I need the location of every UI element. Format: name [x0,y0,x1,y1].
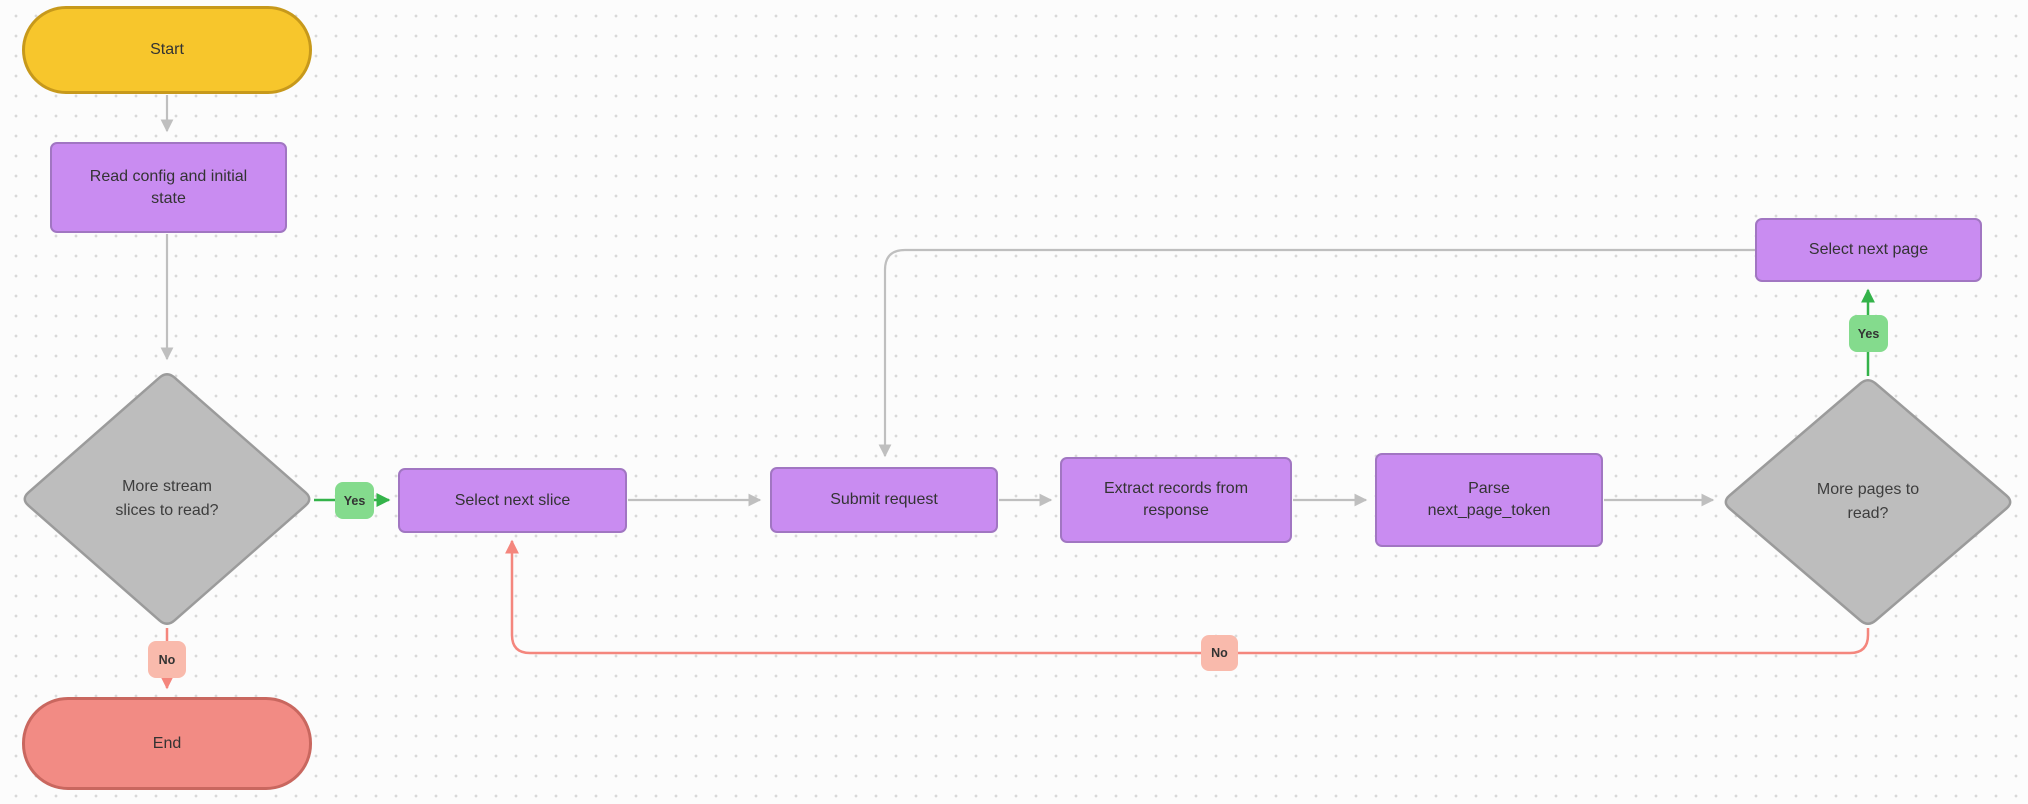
node-parse-token-label: Parse next_page_token [1427,480,1551,519]
node-end[interactable]: End [22,697,312,790]
decision-more-pages-shape[interactable] [1724,379,2012,625]
edge-label-yes-slices-text: Yes [343,493,366,508]
node-extract-records[interactable]: Extract records from response [1060,457,1292,543]
edge-label-no-pages[interactable]: No [1201,635,1238,671]
edge-label-yes-pages[interactable]: Yes [1849,315,1888,352]
node-submit-request[interactable]: Submit request [770,467,998,533]
node-extract-records-label: Extract records from response [1103,480,1249,519]
node-read-config[interactable]: Read config and initial state [50,142,287,233]
node-select-next-slice[interactable]: Select next slice [398,468,627,533]
node-select-next-slice-label: Select next slice [454,491,571,509]
node-select-next-page[interactable]: Select next page [1755,218,1982,282]
edge-label-yes-slices[interactable]: Yes [335,482,374,519]
edge-select-next-page-to-submit-request[interactable] [878,248,1755,458]
node-start[interactable]: Start [22,6,312,94]
decision-more-slices-shape[interactable] [23,373,311,625]
node-end-label: End [152,734,182,752]
node-read-config-label: Read config and initial state [89,167,248,207]
node-select-next-page-label: Select next page [1808,241,1929,259]
edge-more-pages-no-to-select-next-slice[interactable] [505,539,1870,655]
edge-label-no-slices-text: No [158,652,176,667]
node-submit-request-label: Submit request [830,491,938,509]
node-start-label: Start [150,41,184,59]
edge-label-yes-pages-text: Yes [1857,326,1880,341]
edge-label-no-slices[interactable]: No [148,641,186,678]
edge-label-no-pages-text: No [1211,646,1228,660]
node-parse-token[interactable]: Parse next_page_token [1375,453,1603,547]
